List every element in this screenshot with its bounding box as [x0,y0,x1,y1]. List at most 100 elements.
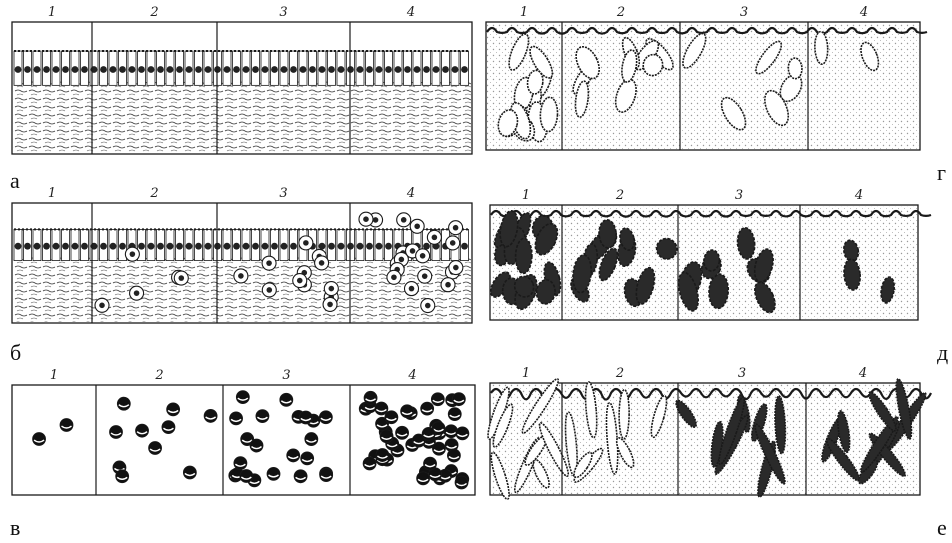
cell-nucleus [395,66,402,73]
cell-nucleus [452,66,459,73]
leukocyte-nucleus [401,217,407,223]
panel-г [486,22,927,150]
column-number: 1 [522,366,530,381]
cell-nucleus [281,243,288,250]
cell-nucleus [233,243,240,250]
leukocyte-nucleus [410,248,416,254]
leukocyte-nucleus [450,240,456,246]
cell-nucleus [414,66,421,73]
column-number: 4 [407,368,416,383]
leukocyte-nucleus [266,260,272,266]
cell-nucleus [461,66,468,73]
dark-cell [256,410,269,423]
cell-nucleus [34,243,41,250]
dark-cell [116,470,129,483]
dark-cell [149,441,162,454]
cell-nucleus [357,243,364,250]
panel-letter: б [10,340,21,365]
leukocyte-nucleus [99,302,105,308]
dark-cell [230,412,243,425]
cell-nucleus [157,243,164,250]
cell-nucleus [376,243,383,250]
dark-cell [380,430,393,443]
dark-cell [452,393,465,406]
panel-letter: в [10,515,20,540]
cell-nucleus [53,243,60,250]
dark-cell [136,424,149,437]
cell-nucleus [81,243,88,250]
cell-nucleus [148,66,155,73]
dark-cell [33,433,46,446]
dark-cell [204,409,217,422]
column-number: 2 [615,188,624,203]
cell-nucleus [110,243,117,250]
cell-nucleus [338,243,345,250]
cell-nucleus [100,66,107,73]
dark-cell [320,469,333,482]
dark-cell [305,433,318,446]
cell-nucleus [385,243,392,250]
dark-cell [456,427,469,440]
column-number: 1 [520,5,528,20]
cell-nucleus [62,66,69,73]
cell-nucleus [328,243,335,250]
column-number: 1 [48,5,56,20]
panel-letter: г [937,160,946,185]
cell-nucleus [195,66,202,73]
dark-cell [319,411,332,424]
leukocyte-nucleus [414,223,420,229]
dark-cell [280,393,293,406]
cell-nucleus [100,243,107,250]
leukocyte-nucleus [453,265,459,271]
column-number: 2 [616,5,625,20]
column-number: 3 [735,188,743,203]
panel-б [12,203,472,323]
leukocyte-nucleus [409,286,415,292]
cell-nucleus [110,66,117,73]
cell-nucleus [167,66,174,73]
dark-cell [299,411,312,424]
cell-nucleus [328,66,335,73]
cell-nucleus [252,243,259,250]
leukocyte-nucleus [297,278,303,284]
panel-е [484,376,931,500]
cell-nucleus [290,66,297,73]
cell-nucleus [376,66,383,73]
cell-nucleus [262,243,269,250]
cell-nucleus [366,243,373,250]
dark-cell [294,470,307,483]
cell-nucleus [186,243,193,250]
dark-cell [401,405,414,418]
leukocyte-nucleus [420,253,426,259]
dark-cell [110,425,123,438]
leukocyte-nucleus [266,287,272,293]
cell-nucleus [138,66,145,73]
panel-в [12,385,475,495]
cell-nucleus [338,66,345,73]
cell-nucleus [53,66,60,73]
cell-nucleus [24,243,31,250]
leukocyte-nucleus [425,303,431,309]
leukocyte-nucleus [134,290,140,296]
leukocyte-nucleus [329,286,335,292]
dark-cell [234,457,247,470]
dark-cell [236,391,249,404]
dark-cell [424,457,437,470]
cell-nucleus [461,243,468,250]
leukocyte-nucleus [130,251,136,257]
cell-nucleus [224,66,231,73]
panel-д [487,205,931,320]
dark-cell [421,402,434,415]
cell-nucleus [129,66,136,73]
leukocyte-nucleus [445,282,451,288]
cell-nucleus [423,66,430,73]
dark-cell [432,442,445,455]
dark-cell [375,402,388,415]
panel-а [12,22,472,154]
cell-nucleus [271,243,278,250]
leukocyte-nucleus [373,217,379,223]
cell-nucleus [243,243,250,250]
column-number: 3 [282,368,290,383]
cell-nucleus [119,66,126,73]
